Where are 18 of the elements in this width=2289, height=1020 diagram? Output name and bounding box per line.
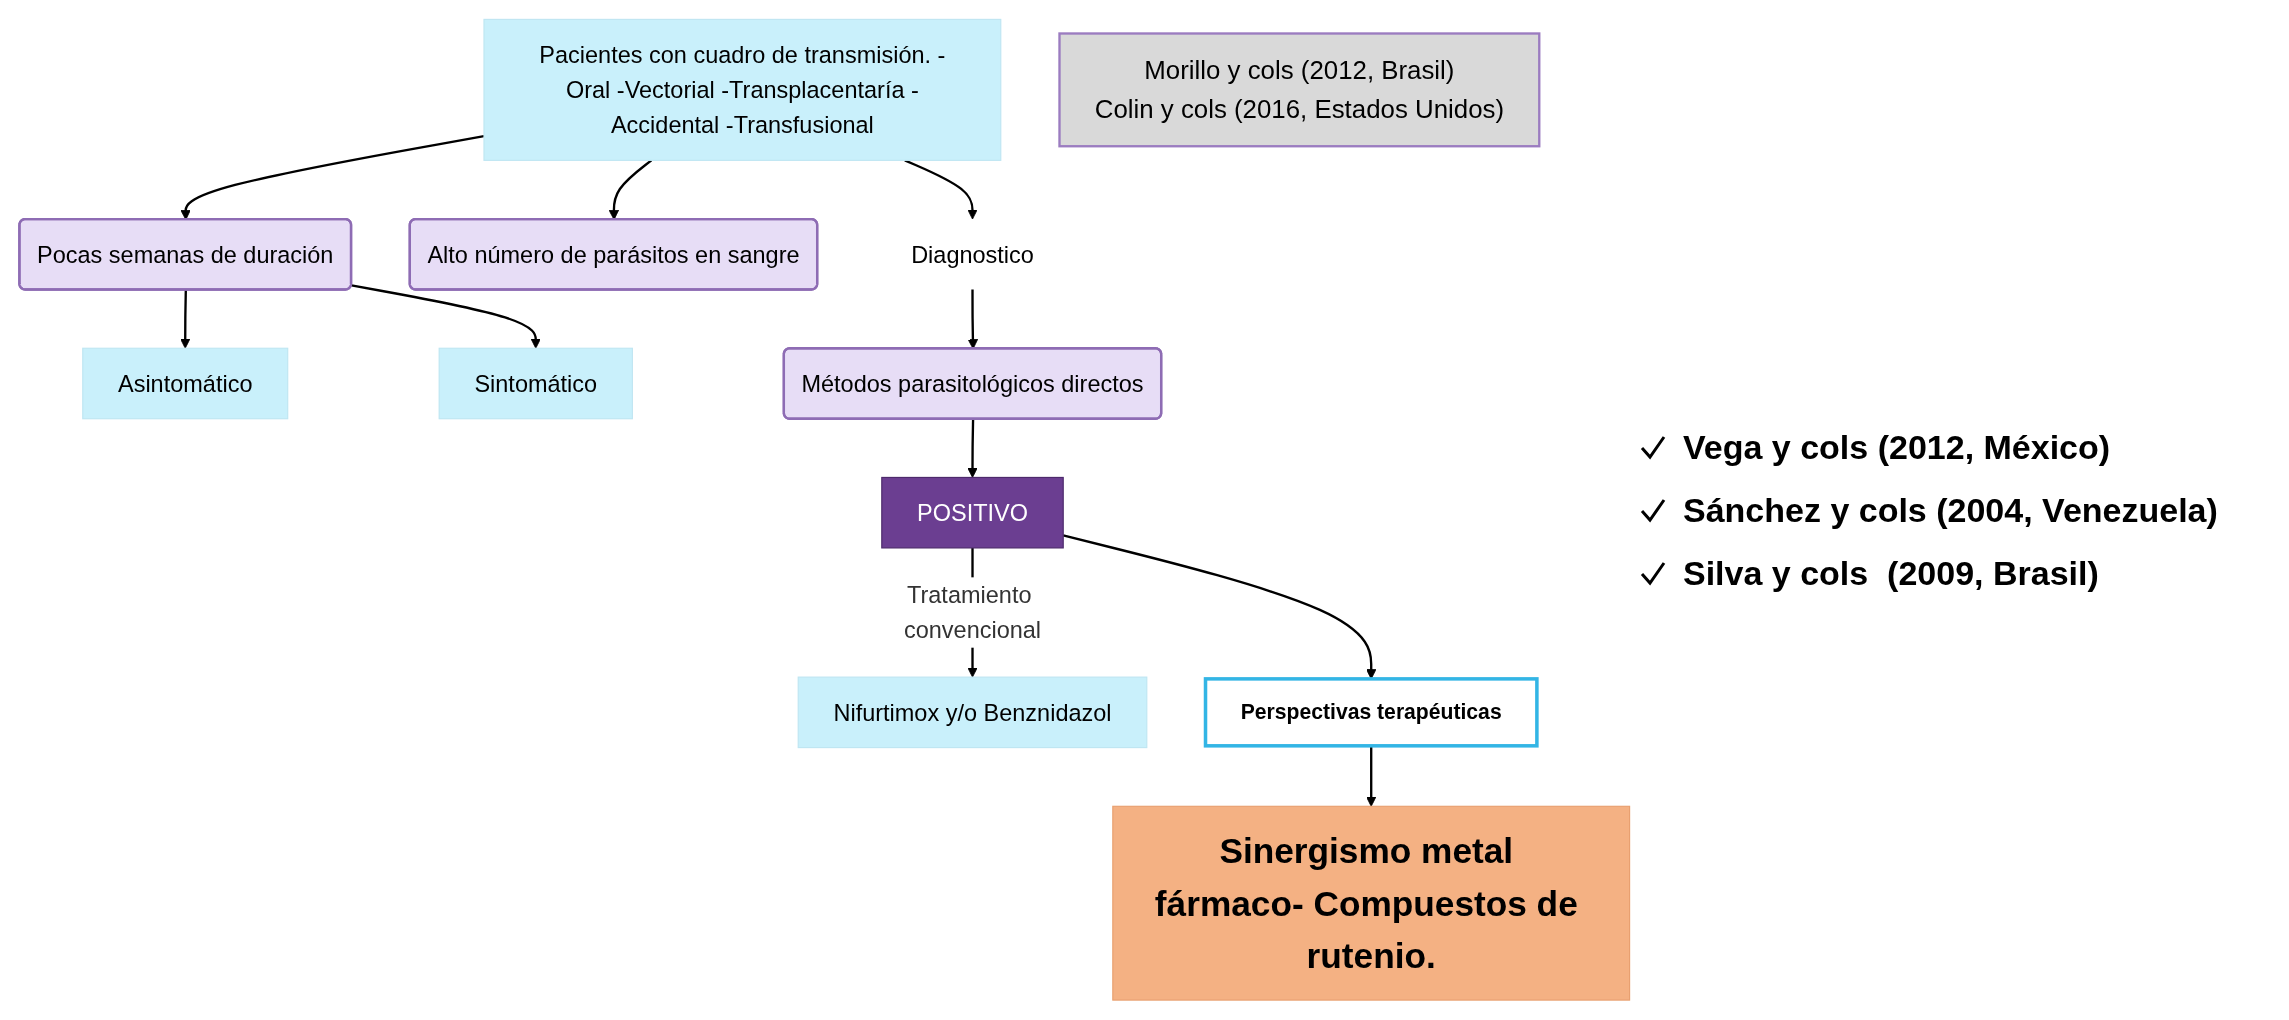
arrow (351, 284, 541, 349)
edge-label: Tratamiento convencional (903, 582, 1042, 644)
node-box: Sintomático (438, 347, 633, 420)
arrow (904, 159, 978, 220)
node-box: Nifurtimox y/o Benznidazol (797, 676, 1148, 749)
reference-text: Silva y cols (2009, Brasil) (1683, 553, 2099, 593)
arrow (180, 290, 191, 349)
node-box: Asintomático (82, 347, 289, 420)
node-box: Perspectivas terapéuticas (1203, 677, 1539, 748)
node-box: Pacientes con cuadro de transmisión. -Oral -Vectorial -Transplacentaría -Accidental -Transfusional (483, 19, 1002, 162)
node-box: POSITIVO (881, 477, 1064, 549)
node-text: Diagnostico (911, 241, 1034, 268)
reference-text: Vega y cols (2012, México) (1683, 427, 2111, 467)
node-box: Sinergismo metal fármaco- Compuestos de rutenio. (1112, 805, 1631, 1001)
node-box: Morillo y cols (2012, Brasil) Colin y cols (2016, Estados Unidos) (1058, 32, 1541, 148)
arrow (1366, 746, 1377, 808)
arrow (967, 419, 978, 479)
reference-text: Sánchez y cols (2004, Venezuela) (1683, 490, 2218, 530)
